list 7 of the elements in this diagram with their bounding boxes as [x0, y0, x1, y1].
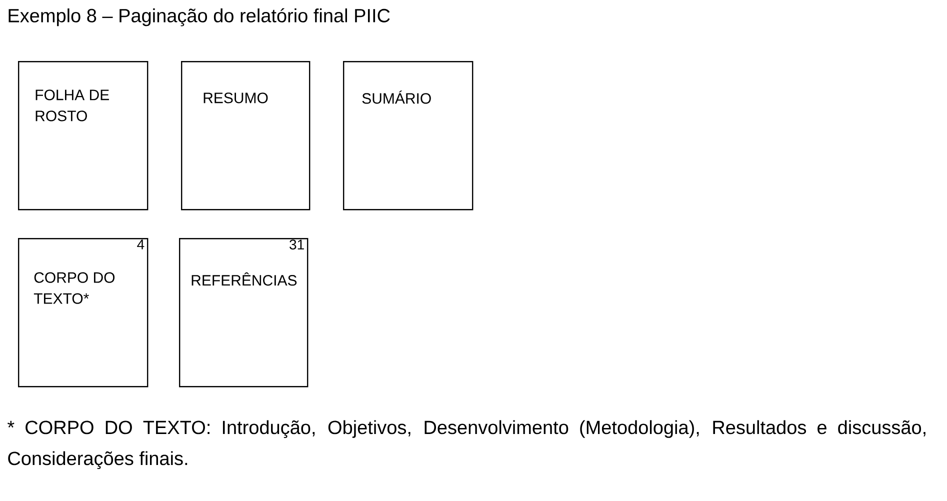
- page-box: RESUMO: [181, 61, 310, 210]
- title: Exemplo 8 – Paginação do relatório final PIIC: [8, 8, 390, 26]
- page-box: 31 REFERÊNCIAS: [179, 238, 308, 388]
- page-box: 4 CORPO DO TEXTO*: [18, 238, 148, 388]
- page-box: SUMÁRIO: [343, 61, 474, 210]
- footnote: * CORPO DO TEXTO: Introdução, Objetivos, Desenvolvimento (Metodologia), Resultados e discussão, Considerações finais.: [8, 420, 926, 469]
- page-box: FOLHA DE ROSTO: [18, 61, 148, 210]
